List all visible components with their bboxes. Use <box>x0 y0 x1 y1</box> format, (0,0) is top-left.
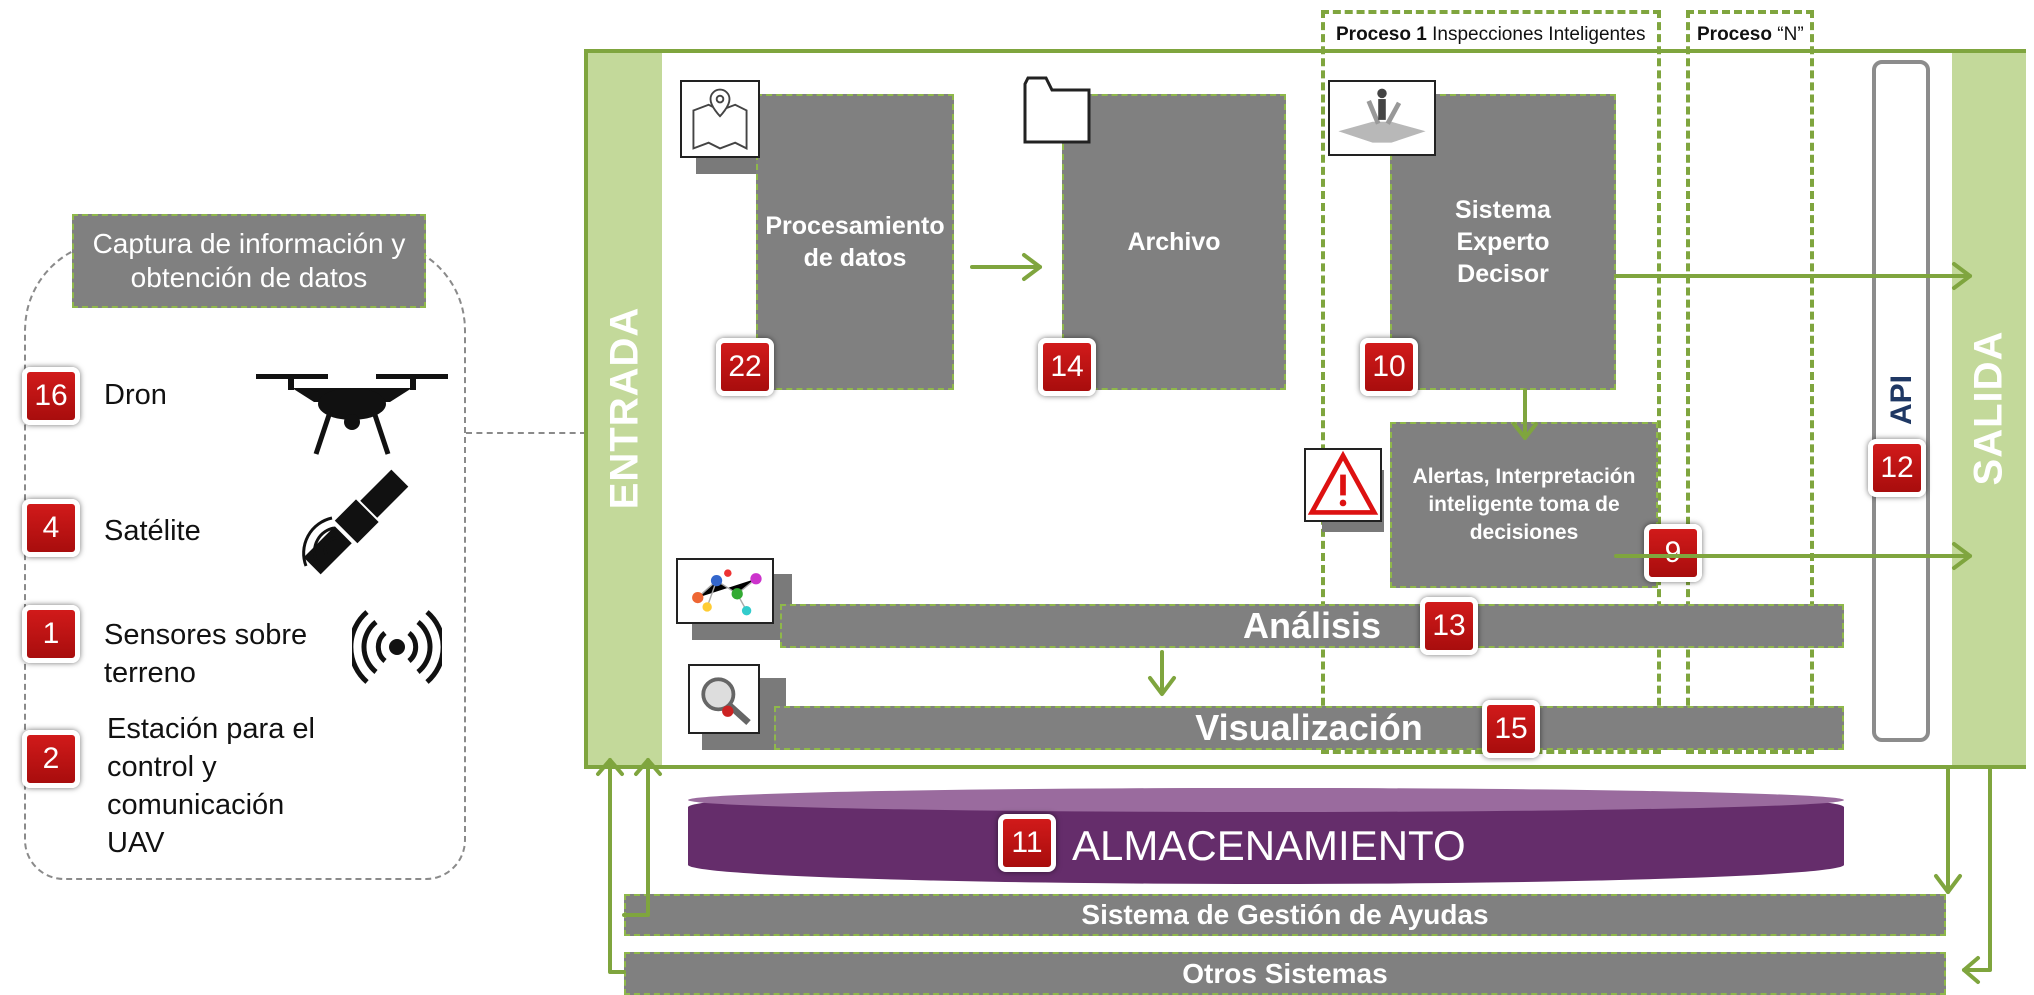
badge-4: 4 <box>22 499 80 557</box>
source-label-sensores: Sensores sobre terreno <box>104 619 308 689</box>
source-label-dron: Dron <box>104 379 167 411</box>
entrada-bar <box>588 53 662 765</box>
capture-connector <box>466 432 586 434</box>
storage-top <box>688 788 1844 812</box>
api-bar <box>1872 60 1930 742</box>
magnifier-icon <box>688 664 760 734</box>
alertas-box: Alertas, Interpretación inteligente toma… <box>1390 422 1658 588</box>
map-icon <box>680 80 760 158</box>
signal-icon <box>352 610 442 684</box>
badge-14: 14 <box>1038 338 1096 396</box>
badge-9: 9 <box>1644 524 1702 582</box>
storage-label: ALMACENAMIENTO <box>1072 822 1466 869</box>
folder-icon <box>1023 76 1091 144</box>
source-label-estacion: Estación para el control y comunicación … <box>107 713 315 859</box>
warning-icon <box>1304 448 1382 522</box>
badge-15: 15 <box>1482 700 1540 758</box>
capture-title: Captura de información y obtención de da… <box>72 214 426 308</box>
process-1-label: Proceso 1 Inspecciones Inteligentes <box>1336 24 1646 46</box>
archivo-box: Archivo <box>1062 94 1286 390</box>
otros-bar: Otros Sistemas <box>624 952 1946 995</box>
satellite-icon <box>302 469 409 575</box>
network-icon <box>676 558 774 624</box>
badge-2: 2 <box>22 730 80 788</box>
salida-bar <box>1952 53 2026 765</box>
drone-icon <box>256 374 448 455</box>
badge-13: 13 <box>1420 597 1478 655</box>
analisis-box: Análisis <box>780 604 1844 648</box>
badge-11: 11 <box>998 814 1056 872</box>
visualizacion-box: Visualización <box>774 706 1844 750</box>
badge-16: 16 <box>22 367 80 425</box>
badge-22: 22 <box>716 338 774 396</box>
badge-10: 10 <box>1360 338 1418 396</box>
source-label-satelite: Satélite <box>104 515 201 547</box>
procesamiento-box: Procesamiento de datos <box>756 94 954 390</box>
badge-1: 1 <box>22 605 80 663</box>
gestion-bar: Sistema de Gestión de Ayudas <box>624 894 1946 936</box>
process-n-box <box>1686 10 1814 754</box>
badge-12: 12 <box>1868 439 1926 497</box>
process-n-label: Proceso “N” <box>1697 24 1804 46</box>
decision-icon <box>1328 80 1436 156</box>
